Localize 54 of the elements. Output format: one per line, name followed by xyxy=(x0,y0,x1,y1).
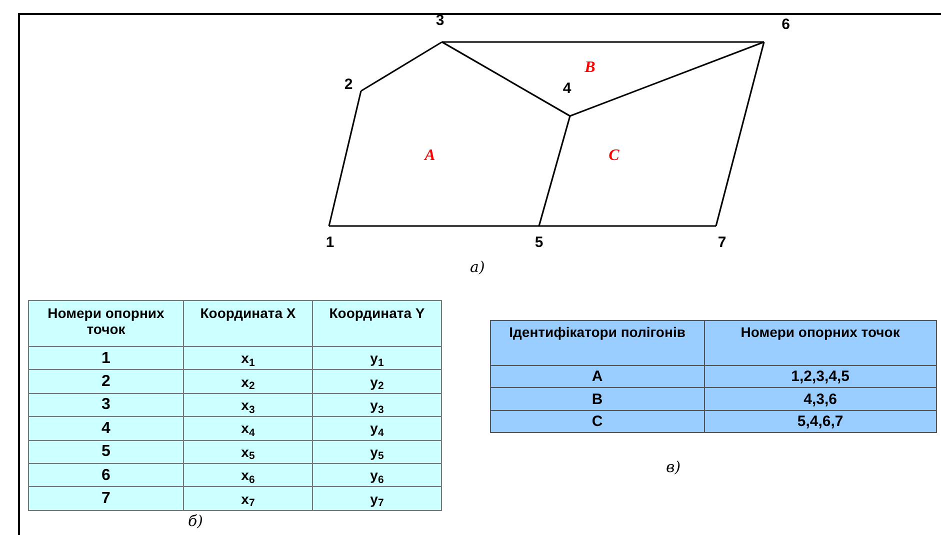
table-cell-text: 4 xyxy=(102,420,110,437)
polygon-edge xyxy=(442,41,764,43)
figure-caption: в) xyxy=(666,458,681,476)
table-cell-text: y$_{6}$ xyxy=(370,467,384,484)
vertex-number: 7 xyxy=(718,236,726,250)
polygon-edge xyxy=(442,41,570,117)
polygon-label: C xyxy=(608,147,620,164)
table-cell-text: B xyxy=(592,390,603,408)
polygon-edge xyxy=(715,42,765,226)
table-cell-text: x$_{6}$ xyxy=(241,467,255,484)
table-cell-text: 7 xyxy=(102,490,110,508)
polygon-edge xyxy=(570,41,764,117)
vertex-number: 2 xyxy=(344,78,353,92)
table-cell-text: C xyxy=(592,412,603,430)
table-cell-text: y$_{1}$ xyxy=(370,350,384,366)
table-cell-text: y$_{7}$ xyxy=(370,490,384,507)
column-header: Номери опорних точок xyxy=(48,305,164,337)
polygon-label: A xyxy=(424,147,436,164)
polygon-edge xyxy=(360,41,442,92)
column-header: Номери опорних точок xyxy=(740,324,900,340)
column-header: Координата Y xyxy=(329,305,425,321)
table-cell-text: 5 xyxy=(102,443,110,460)
table-cell-text: 1,2,3,4,5 xyxy=(791,368,850,386)
figure-caption: б) xyxy=(188,512,204,530)
table-cell-text: x$_{2}$ xyxy=(241,374,255,390)
table-cell-text: 2 xyxy=(102,373,110,390)
figure-caption: а) xyxy=(470,258,485,276)
table-cell-text: 6 xyxy=(102,466,110,484)
polygon-label: B xyxy=(584,59,596,76)
column-header: Ідентифікатори полігонів xyxy=(509,324,686,340)
table-cell-text: 1 xyxy=(102,350,110,367)
table-cell-text: x$_{4}$ xyxy=(241,420,255,436)
table-cell-text: A xyxy=(592,368,603,386)
table-cell-text: y$_{3}$ xyxy=(370,396,384,413)
vertex-number: 5 xyxy=(534,236,544,250)
table-cell-text: 5,4,6,7 xyxy=(797,412,844,430)
table-cell-text: y$_{5}$ xyxy=(370,444,384,460)
column-header: Координата X xyxy=(200,305,296,321)
table-cell-text: 3 xyxy=(102,396,110,414)
table-cell-text: x$_{7}$ xyxy=(241,490,255,507)
polygon-edge xyxy=(539,225,716,227)
vertex-number: 4 xyxy=(562,82,572,96)
vertex-number: 1 xyxy=(326,236,334,250)
table-cell-text: x$_{3}$ xyxy=(241,396,255,413)
table-cell-text: x$_{1}$ xyxy=(241,350,255,366)
table-cell-text: 4,3,6 xyxy=(804,390,837,408)
table-cell-text: y$_{2}$ xyxy=(370,374,384,390)
polygon-edge xyxy=(538,116,571,226)
table-cell-text: x$_{5}$ xyxy=(241,444,255,460)
polygon-edge xyxy=(328,90,362,226)
polygon-edge xyxy=(329,225,539,227)
vertex-number: 3 xyxy=(436,14,444,28)
table-cell-text: y$_{4}$ xyxy=(370,420,384,436)
vertex-number: 6 xyxy=(782,18,790,32)
